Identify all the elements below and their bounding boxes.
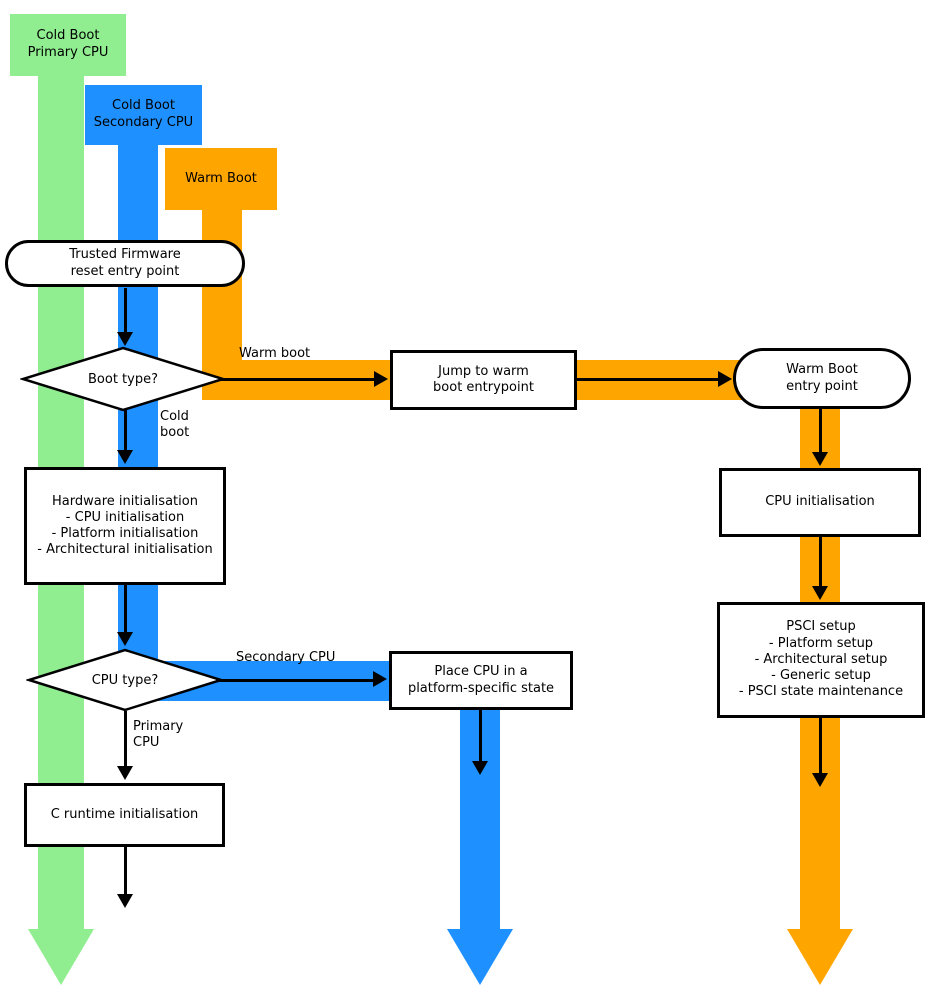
arrow-reset-to-boot-type [124, 288, 127, 334]
edge-label-warm-boot: Warm boot [239, 346, 311, 361]
arrow-place-cpu-continue [479, 709, 482, 763]
node-cpu-type-diamond-shape [26, 648, 224, 712]
arrow-boot-type-to-hw-init [124, 410, 127, 452]
legend-cold-boot-secondary: Cold Boot Secondary CPU [85, 85, 202, 145]
arrow-hw-init-to-cpu-type [124, 584, 127, 634]
node-reset-entry-point: Trusted Firmware reset entry point [5, 240, 245, 287]
arrow-boot-type-to-jump-warm [220, 378, 376, 381]
legend-warm-boot: Warm Boot [165, 148, 277, 210]
legend-cold-boot-primary: Cold Boot Primary CPU [10, 14, 126, 76]
cold-boot-secondary-flow-arrowhead-icon [447, 929, 513, 985]
node-cpu-type-label: CPU type? [91, 672, 159, 688]
node-jump-warm-boot: Jump to warm boot entrypoint [390, 350, 577, 410]
edge-label-cold-boot: Cold boot [160, 409, 190, 441]
arrow-c-runtime-continue [124, 846, 127, 896]
arrow-cpu-init-to-psci [819, 536, 822, 588]
node-c-runtime-initialisation: C runtime initialisation [24, 783, 225, 847]
arrow-cpu-type-to-place-cpu [216, 679, 375, 682]
arrow-reset-to-boot-type-head-icon [117, 332, 133, 346]
edge-label-secondary-cpu: Secondary CPU [236, 650, 336, 665]
node-place-cpu-platform-state: Place CPU in a platform-specific state [389, 651, 573, 710]
arrow-warm-entry-to-cpu-init [819, 408, 822, 454]
arrow-hw-init-to-cpu-type-head-icon [117, 632, 133, 646]
node-psci-setup: PSCI setup - Platform setup - Architectu… [717, 602, 925, 718]
arrow-cpu-type-to-c-runtime [124, 711, 127, 768]
arrow-boot-type-to-jump-warm-head-icon [374, 371, 388, 387]
edge-label-primary-cpu: Primary CPU [133, 719, 184, 751]
node-hardware-initialisation: Hardware initialisation - CPU initialisa… [24, 467, 226, 585]
arrow-psci-continue [819, 717, 822, 775]
arrow-cpu-init-to-psci-head-icon [812, 586, 828, 600]
cold-boot-primary-flow-arrowhead-icon [28, 929, 94, 985]
arrow-c-runtime-continue-head-icon [117, 894, 133, 908]
node-boot-type-label: Boot type? [88, 371, 158, 387]
node-warm-boot-entry-point: Warm Boot entry point [733, 348, 911, 409]
node-cpu-initialisation: CPU initialisation [719, 468, 921, 537]
arrow-psci-continue-head-icon [812, 773, 828, 787]
arrow-jump-warm-to-warm-entry [577, 378, 720, 381]
node-boot-type-diamond-shape [20, 346, 226, 412]
arrow-boot-type-to-hw-init-head-icon [117, 450, 133, 464]
arrow-place-cpu-continue-head-icon [472, 761, 488, 775]
warm-boot-flow-arrowhead-icon [787, 929, 853, 985]
arrow-jump-warm-to-warm-entry-head-icon [718, 371, 732, 387]
arrow-warm-entry-to-cpu-init-head-icon [812, 452, 828, 466]
arrow-cpu-type-to-c-runtime-head-icon [117, 766, 133, 780]
arrow-cpu-type-to-place-cpu-head-icon [373, 671, 387, 687]
